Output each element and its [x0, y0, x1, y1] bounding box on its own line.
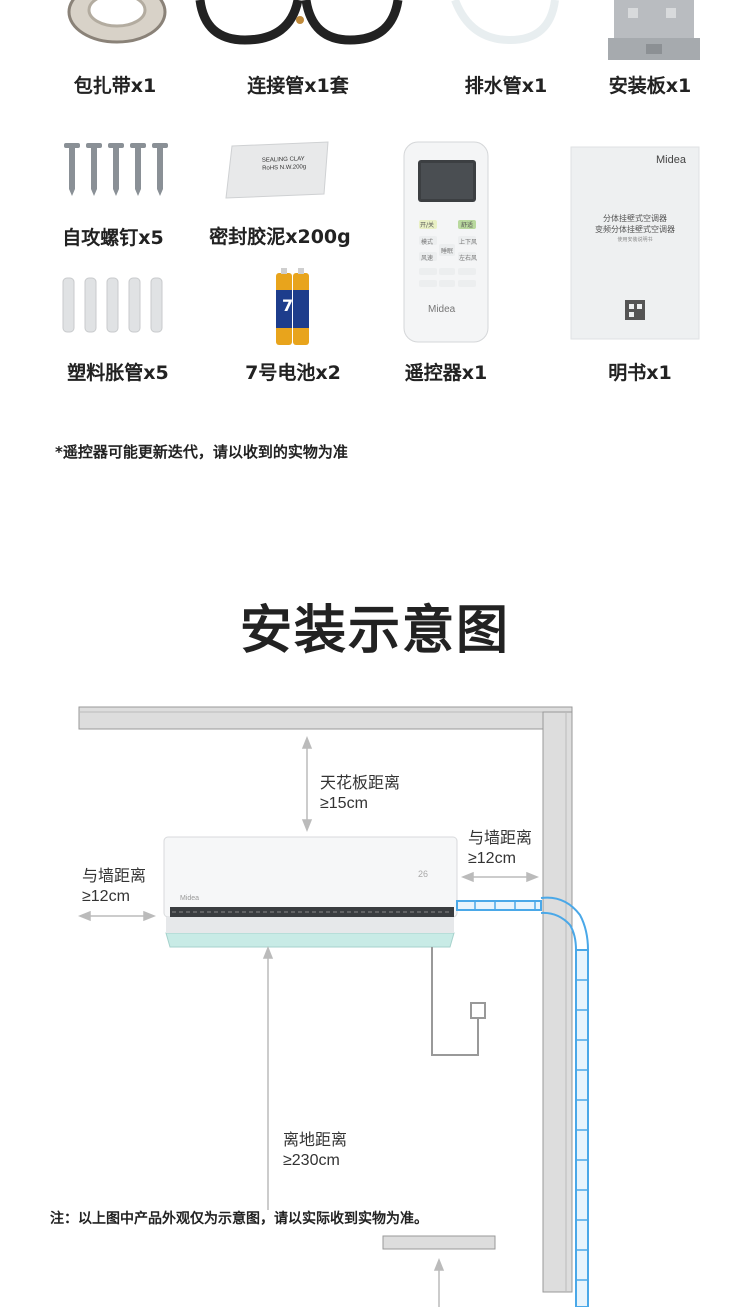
remote-control-image: [403, 141, 489, 343]
section-title: 安装示意图: [239, 601, 510, 661]
label-remote: 遥控器x1: [404, 362, 488, 384]
left-wall-clearance: 与墙距离 ≥12cm: [82, 867, 146, 907]
battery-label: 7: [282, 296, 294, 315]
ceiling-clearance: 天花板距离 ≥15cm: [320, 774, 400, 814]
label-screws: 自攻螺钉x5: [62, 227, 164, 249]
remote-button-vertical-swing: 上下风: [459, 239, 478, 246]
floor-slab: [382, 1235, 496, 1250]
label-manual: 明书x1: [608, 362, 672, 384]
mounting-plate-image: [608, 0, 700, 60]
sealing-clay-image: [225, 141, 329, 199]
connecting-pipe-image: [195, 0, 403, 45]
right-wall-clearance-value: ≥12cm: [468, 850, 516, 867]
manual-title-2: 变频分体挂壁式空调器: [595, 225, 675, 234]
sealing-clay-line2: RoHS N.W.200g: [262, 163, 306, 173]
ac-unit: [163, 836, 458, 948]
label-drain-pipe: 排水管x1: [464, 75, 548, 97]
right-wall: [542, 711, 573, 1293]
power-cable: [431, 947, 486, 1056]
drain-pipe-image: [451, 0, 559, 45]
remote-button-sleep: 睡眠: [441, 248, 454, 255]
screws-image: [64, 143, 168, 196]
label-sealing-clay: 密封胶泥x200g: [209, 226, 351, 248]
label-mounting-plate: 安装板x1: [608, 75, 692, 97]
label-binding-tape: 包扎带x1: [73, 75, 157, 97]
remote-button-mode: 模式: [421, 239, 434, 246]
right-wall-clearance-label: 与墙距离: [468, 830, 533, 847]
ac-display: 26: [418, 869, 429, 879]
label-connecting-pipe: 连接管x1套: [247, 75, 349, 97]
remote-button-fan: 风速: [421, 255, 434, 262]
expansion-tubes-image: [62, 277, 163, 333]
manual-brand: Midea: [656, 154, 686, 166]
manual-title-1: 分体挂壁式空调器: [603, 214, 667, 223]
floor-clearance-value: ≥230cm: [283, 1152, 340, 1169]
sealing-clay-text: SEALING CLAY RoHS N.W.200g: [262, 155, 307, 173]
remote-button-comfort: 舒适: [461, 222, 474, 229]
diagram-disclaimer: 注：以上图中产品外观仅为示意图，请以实际收到实物为准。: [50, 1211, 428, 1227]
remote-update-note: *遥控器可能更新迭代，请以收到的实物为准: [55, 443, 348, 461]
sealing-clay-rohs: RoHS: [262, 165, 279, 172]
left-wall-clearance-value: ≥12cm: [82, 888, 130, 905]
binding-tape-image: [67, 0, 167, 44]
floor-clearance: 离地距离 ≥230cm: [283, 1131, 347, 1171]
ceiling-clearance-value: ≥15cm: [320, 795, 368, 812]
label-batteries: 7号电池x2: [245, 362, 341, 384]
ceiling: [78, 706, 573, 730]
ac-brand: Midea: [180, 895, 200, 902]
batteries-image: [276, 268, 309, 345]
ceiling-clearance-label: 天花板距离: [320, 775, 401, 792]
manual-image: [570, 146, 700, 340]
manual-title-3: 使用安装说明书: [617, 237, 653, 243]
remote-brand: Midea: [428, 304, 456, 315]
drain-pipe-ribs: [474, 901, 588, 1281]
drain-pipe: [456, 896, 589, 1307]
left-wall-clearance-label: 与墙距离: [82, 868, 147, 885]
sealing-clay-weight: N.W.200g: [279, 164, 307, 172]
remote-button-power: 开/关: [420, 222, 435, 229]
accessories-illustrations: [62, 0, 700, 345]
label-expansion-tubes: 塑料胀管x5: [67, 362, 169, 384]
right-wall-clearance: 与墙距离 ≥12cm: [468, 829, 532, 869]
remote-button-horizontal-swing: 左右风: [459, 255, 478, 262]
floor-clearance-label: 离地距离: [283, 1132, 348, 1149]
